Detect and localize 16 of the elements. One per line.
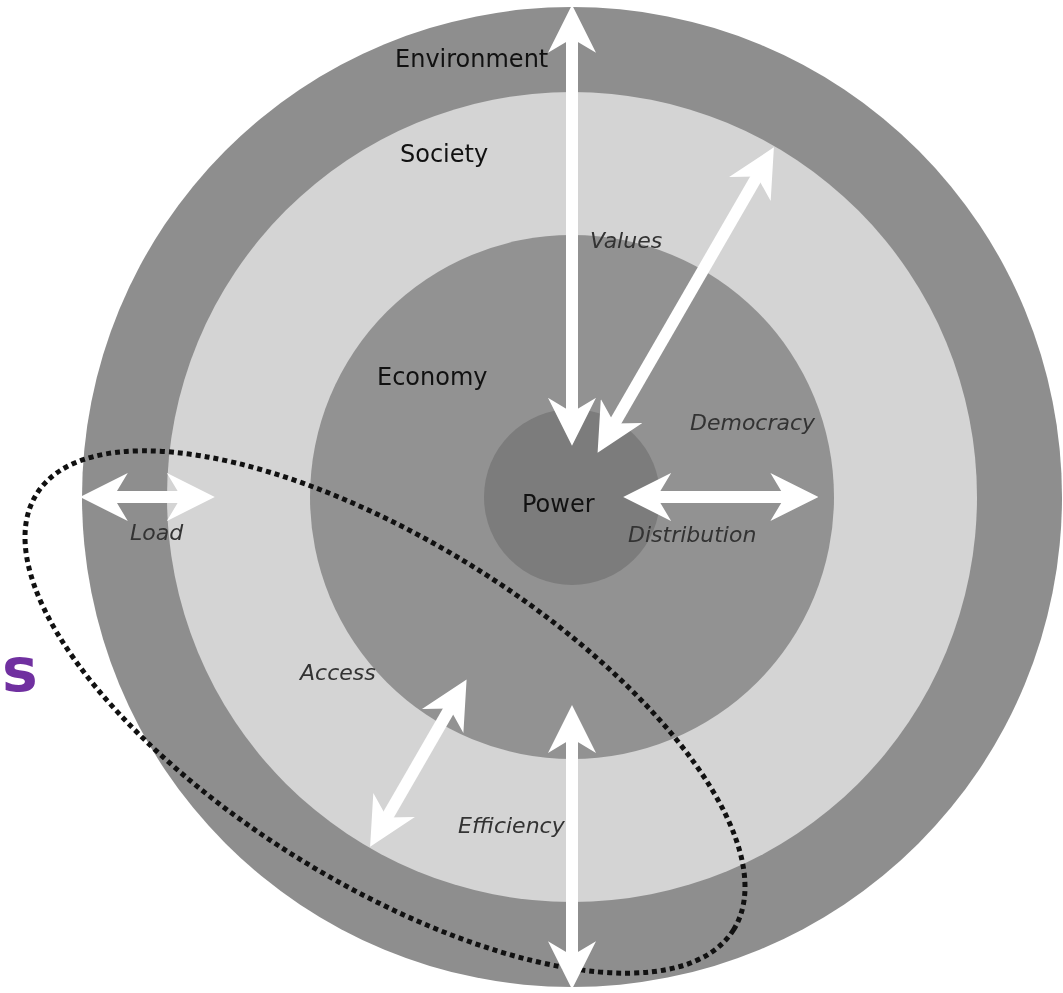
ring-label: Economy	[377, 363, 488, 391]
edge-label: Values	[590, 228, 663, 253]
double-arrow	[623, 473, 819, 521]
double-arrow	[597, 147, 774, 453]
double-arrow	[370, 679, 467, 847]
edge-label: Access	[300, 660, 376, 685]
ring-label: Society	[400, 140, 489, 168]
double-arrow	[548, 4, 596, 446]
double-arrow	[548, 705, 596, 990]
edge-label: Distribution	[628, 522, 757, 547]
edge-label: Efficiency	[458, 813, 565, 838]
ring-label: Environment	[395, 45, 549, 73]
cropped-letter: s	[2, 640, 38, 700]
ring-label: Power	[522, 490, 595, 518]
edge-label: Democracy	[690, 410, 816, 435]
double-arrow	[79, 473, 215, 521]
